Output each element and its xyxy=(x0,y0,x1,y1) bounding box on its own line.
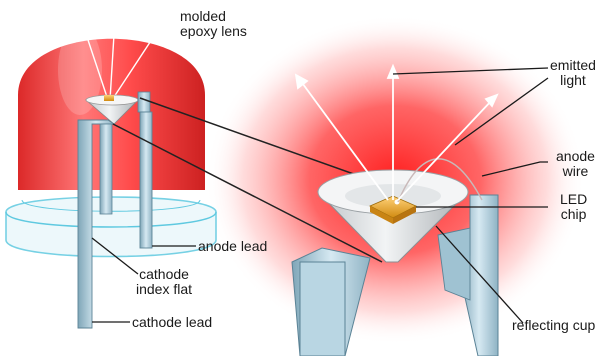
cathode-flat-label-line2: index flat xyxy=(136,282,192,297)
anode-wire-label-line2: wire xyxy=(556,164,595,179)
led-chip-label-line2: chip xyxy=(560,207,587,222)
anode-wire-label-line1: anode xyxy=(556,149,595,164)
lens-label-line1: molded xyxy=(180,9,247,24)
anode-wire-label: anode wire xyxy=(556,149,595,179)
led-chip-label: LED chip xyxy=(560,192,587,222)
anode-lead-label: anode lead xyxy=(198,239,267,254)
cathode-lead-label: cathode lead xyxy=(132,315,212,330)
emitted-label-line1: emitted xyxy=(550,58,596,73)
cathode-flat-label-line1: cathode xyxy=(136,267,192,282)
reflecting-cup-label: reflecting cup xyxy=(512,318,595,333)
lens-label: molded epoxy lens xyxy=(180,9,247,39)
anode-lead-shape xyxy=(140,112,152,248)
led-chip-label-line1: LED xyxy=(560,192,587,207)
emitted-light-label: emitted light xyxy=(550,58,596,88)
lens-label-line2: epoxy lens xyxy=(180,24,247,39)
emitted-label-line2: light xyxy=(550,73,596,88)
cathode-flat-label: cathode index flat xyxy=(136,267,192,297)
